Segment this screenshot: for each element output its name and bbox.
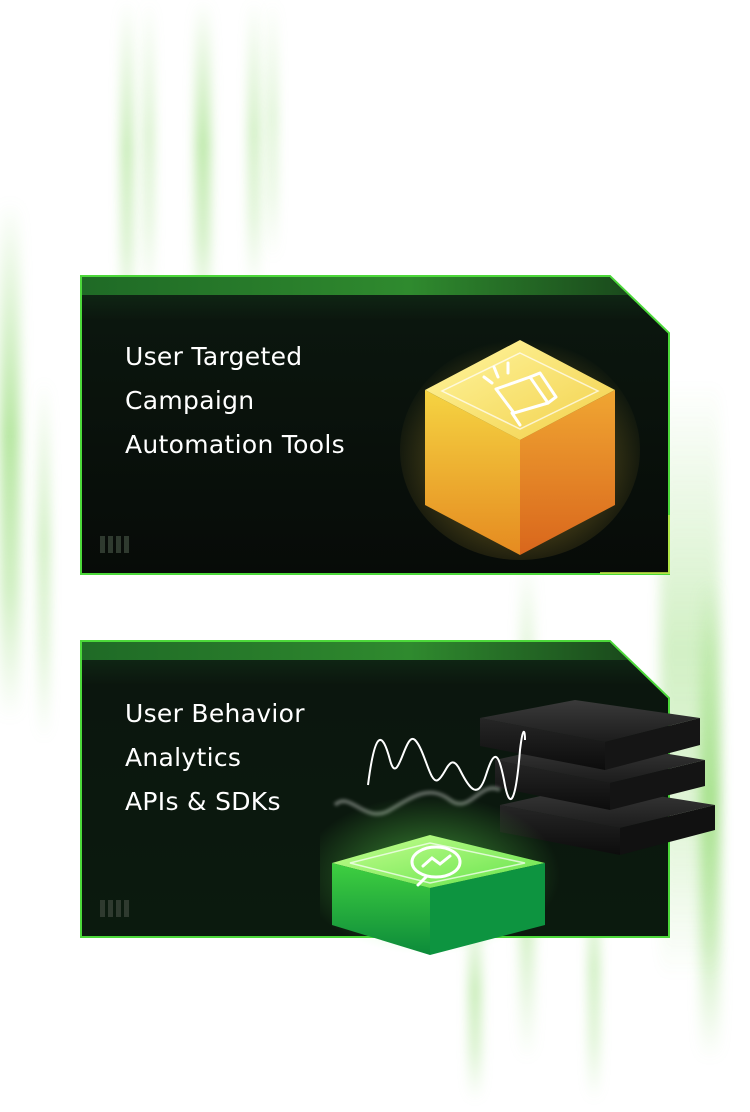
card-title-line: Analytics	[125, 743, 242, 772]
card-title-line: Automation Tools	[125, 430, 345, 459]
waveform-line	[367, 730, 526, 801]
analytics-illustration	[320, 700, 715, 955]
megaphone-cube-icon	[400, 340, 640, 560]
server-stack-icon	[480, 700, 715, 855]
card-tick-marks	[100, 900, 129, 917]
feature-card-campaign-automation: User Targeted Campaign Automation Tools	[80, 275, 670, 575]
card-title-line: APIs & SDKs	[125, 787, 281, 816]
waveform-line	[333, 786, 501, 816]
card-title-line: User Targeted	[125, 342, 303, 371]
card-tick-marks	[100, 536, 129, 553]
card-title: User Targeted Campaign Automation Tools	[125, 335, 345, 467]
card-title-line: User Behavior	[125, 699, 305, 728]
card-title: User Behavior Analytics APIs & SDKs	[125, 692, 305, 824]
analytics-chip-icon	[320, 795, 560, 955]
card-title-line: Campaign	[125, 386, 255, 415]
